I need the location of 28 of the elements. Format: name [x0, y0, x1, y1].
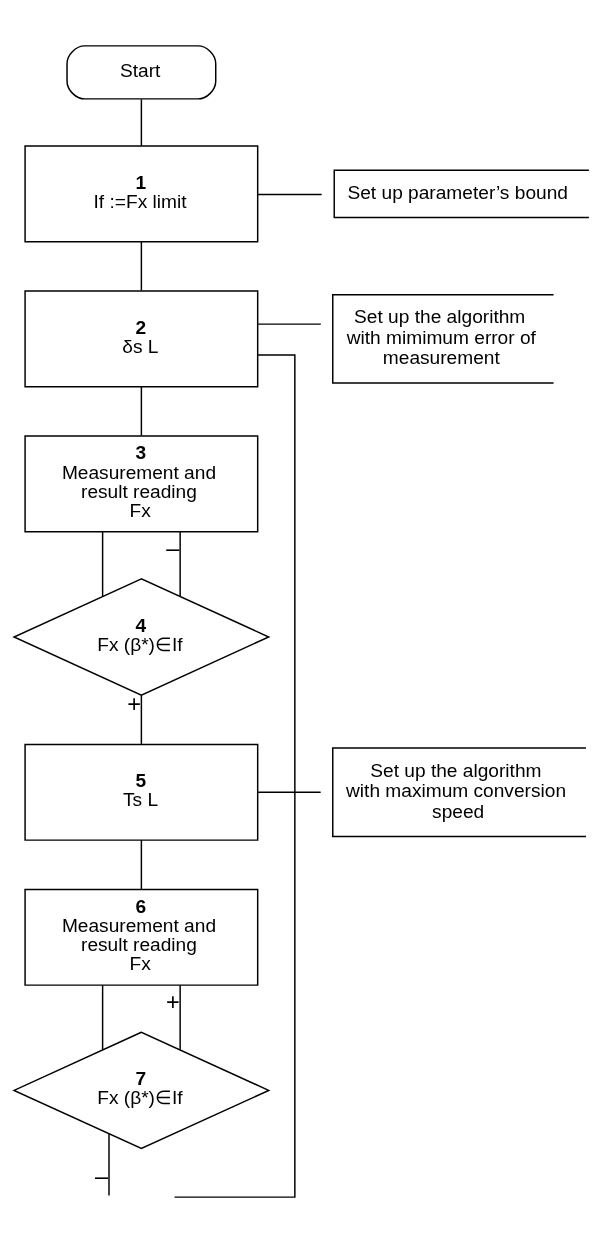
node-text: Set up parameter’s bound	[347, 181, 568, 203]
node-box: 3 Measurement and result reading Fx	[24, 434, 259, 532]
node-box: Start	[66, 44, 217, 100]
node-box: 6 Measurement and result reading Fx	[24, 888, 259, 986]
connector	[179, 983, 181, 1050]
node-text: Set up the algorithm with mimimum error of measurement	[346, 305, 536, 368]
connector	[140, 838, 143, 890]
connector	[140, 385, 143, 436]
connector	[140, 694, 143, 745]
edge-label: –	[95, 1162, 109, 1189]
connector	[108, 1132, 110, 1196]
connector	[101, 530, 104, 597]
node-box: 5 Ts L	[24, 743, 259, 841]
connector	[257, 193, 323, 195]
connector	[173, 353, 296, 1198]
node-box: 1 If :=Fx limit	[24, 144, 259, 242]
edge-label: +	[165, 988, 180, 1015]
connector	[140, 98, 143, 147]
connector	[257, 791, 322, 793]
edge-label: –	[166, 534, 180, 561]
connector	[179, 530, 181, 597]
connector	[257, 322, 322, 325]
node-box: 2 δs L	[24, 289, 259, 387]
node-diamond: 4 Fx (β*)∈If	[12, 577, 271, 696]
node-diamond: 7 Fx (β*)∈If	[12, 1030, 271, 1149]
node-text: Set up the algorithm with maximum conversion speed	[346, 759, 567, 822]
connector	[140, 240, 143, 291]
connector	[101, 984, 104, 1050]
